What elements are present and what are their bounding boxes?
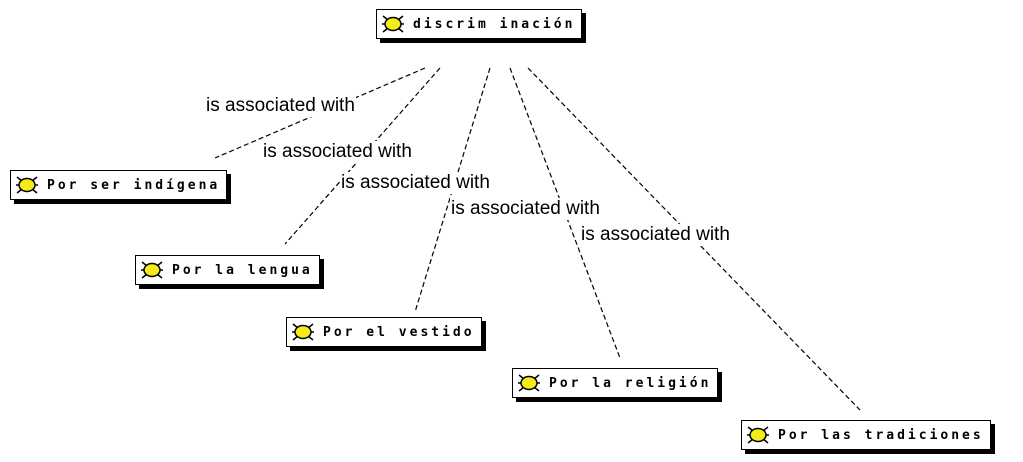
concept-icon (141, 261, 163, 279)
root-concept-label: discrim inación (413, 16, 576, 32)
link-label-vestido: is associated with (340, 172, 491, 194)
link-label-religion: is associated with (450, 198, 601, 220)
link-label-tradiciones: is associated with (580, 224, 731, 246)
concept-label-indigena: Por ser indígena (47, 177, 221, 193)
concept-node-religion[interactable]: Por la religión (512, 368, 719, 398)
concept-label-lengua: Por la lengua (172, 262, 313, 278)
concept-node-lengua[interactable]: Por la lengua (135, 255, 320, 285)
concept-icon (382, 15, 404, 33)
concept-label-religion: Por la religión (549, 375, 712, 391)
root-concept-node[interactable]: discrim inación (376, 9, 583, 39)
concept-node-tradiciones[interactable]: Por las tradiciones (741, 420, 991, 450)
link-line-vestido (414, 67, 491, 313)
link-label-indigena: is associated with (205, 95, 356, 117)
concept-icon (747, 426, 769, 444)
concept-icon (292, 323, 314, 341)
link-line-lengua (284, 67, 441, 245)
concept-node-indigena[interactable]: Por ser indígena (10, 170, 228, 200)
concept-icon (16, 176, 38, 194)
concept-icon (518, 374, 540, 392)
concept-label-tradiciones: Por las tradiciones (778, 427, 984, 443)
concept-label-vestido: Por el vestido (323, 324, 475, 340)
link-label-lengua: is associated with (262, 141, 413, 163)
concept-node-vestido[interactable]: Por el vestido (286, 317, 482, 347)
